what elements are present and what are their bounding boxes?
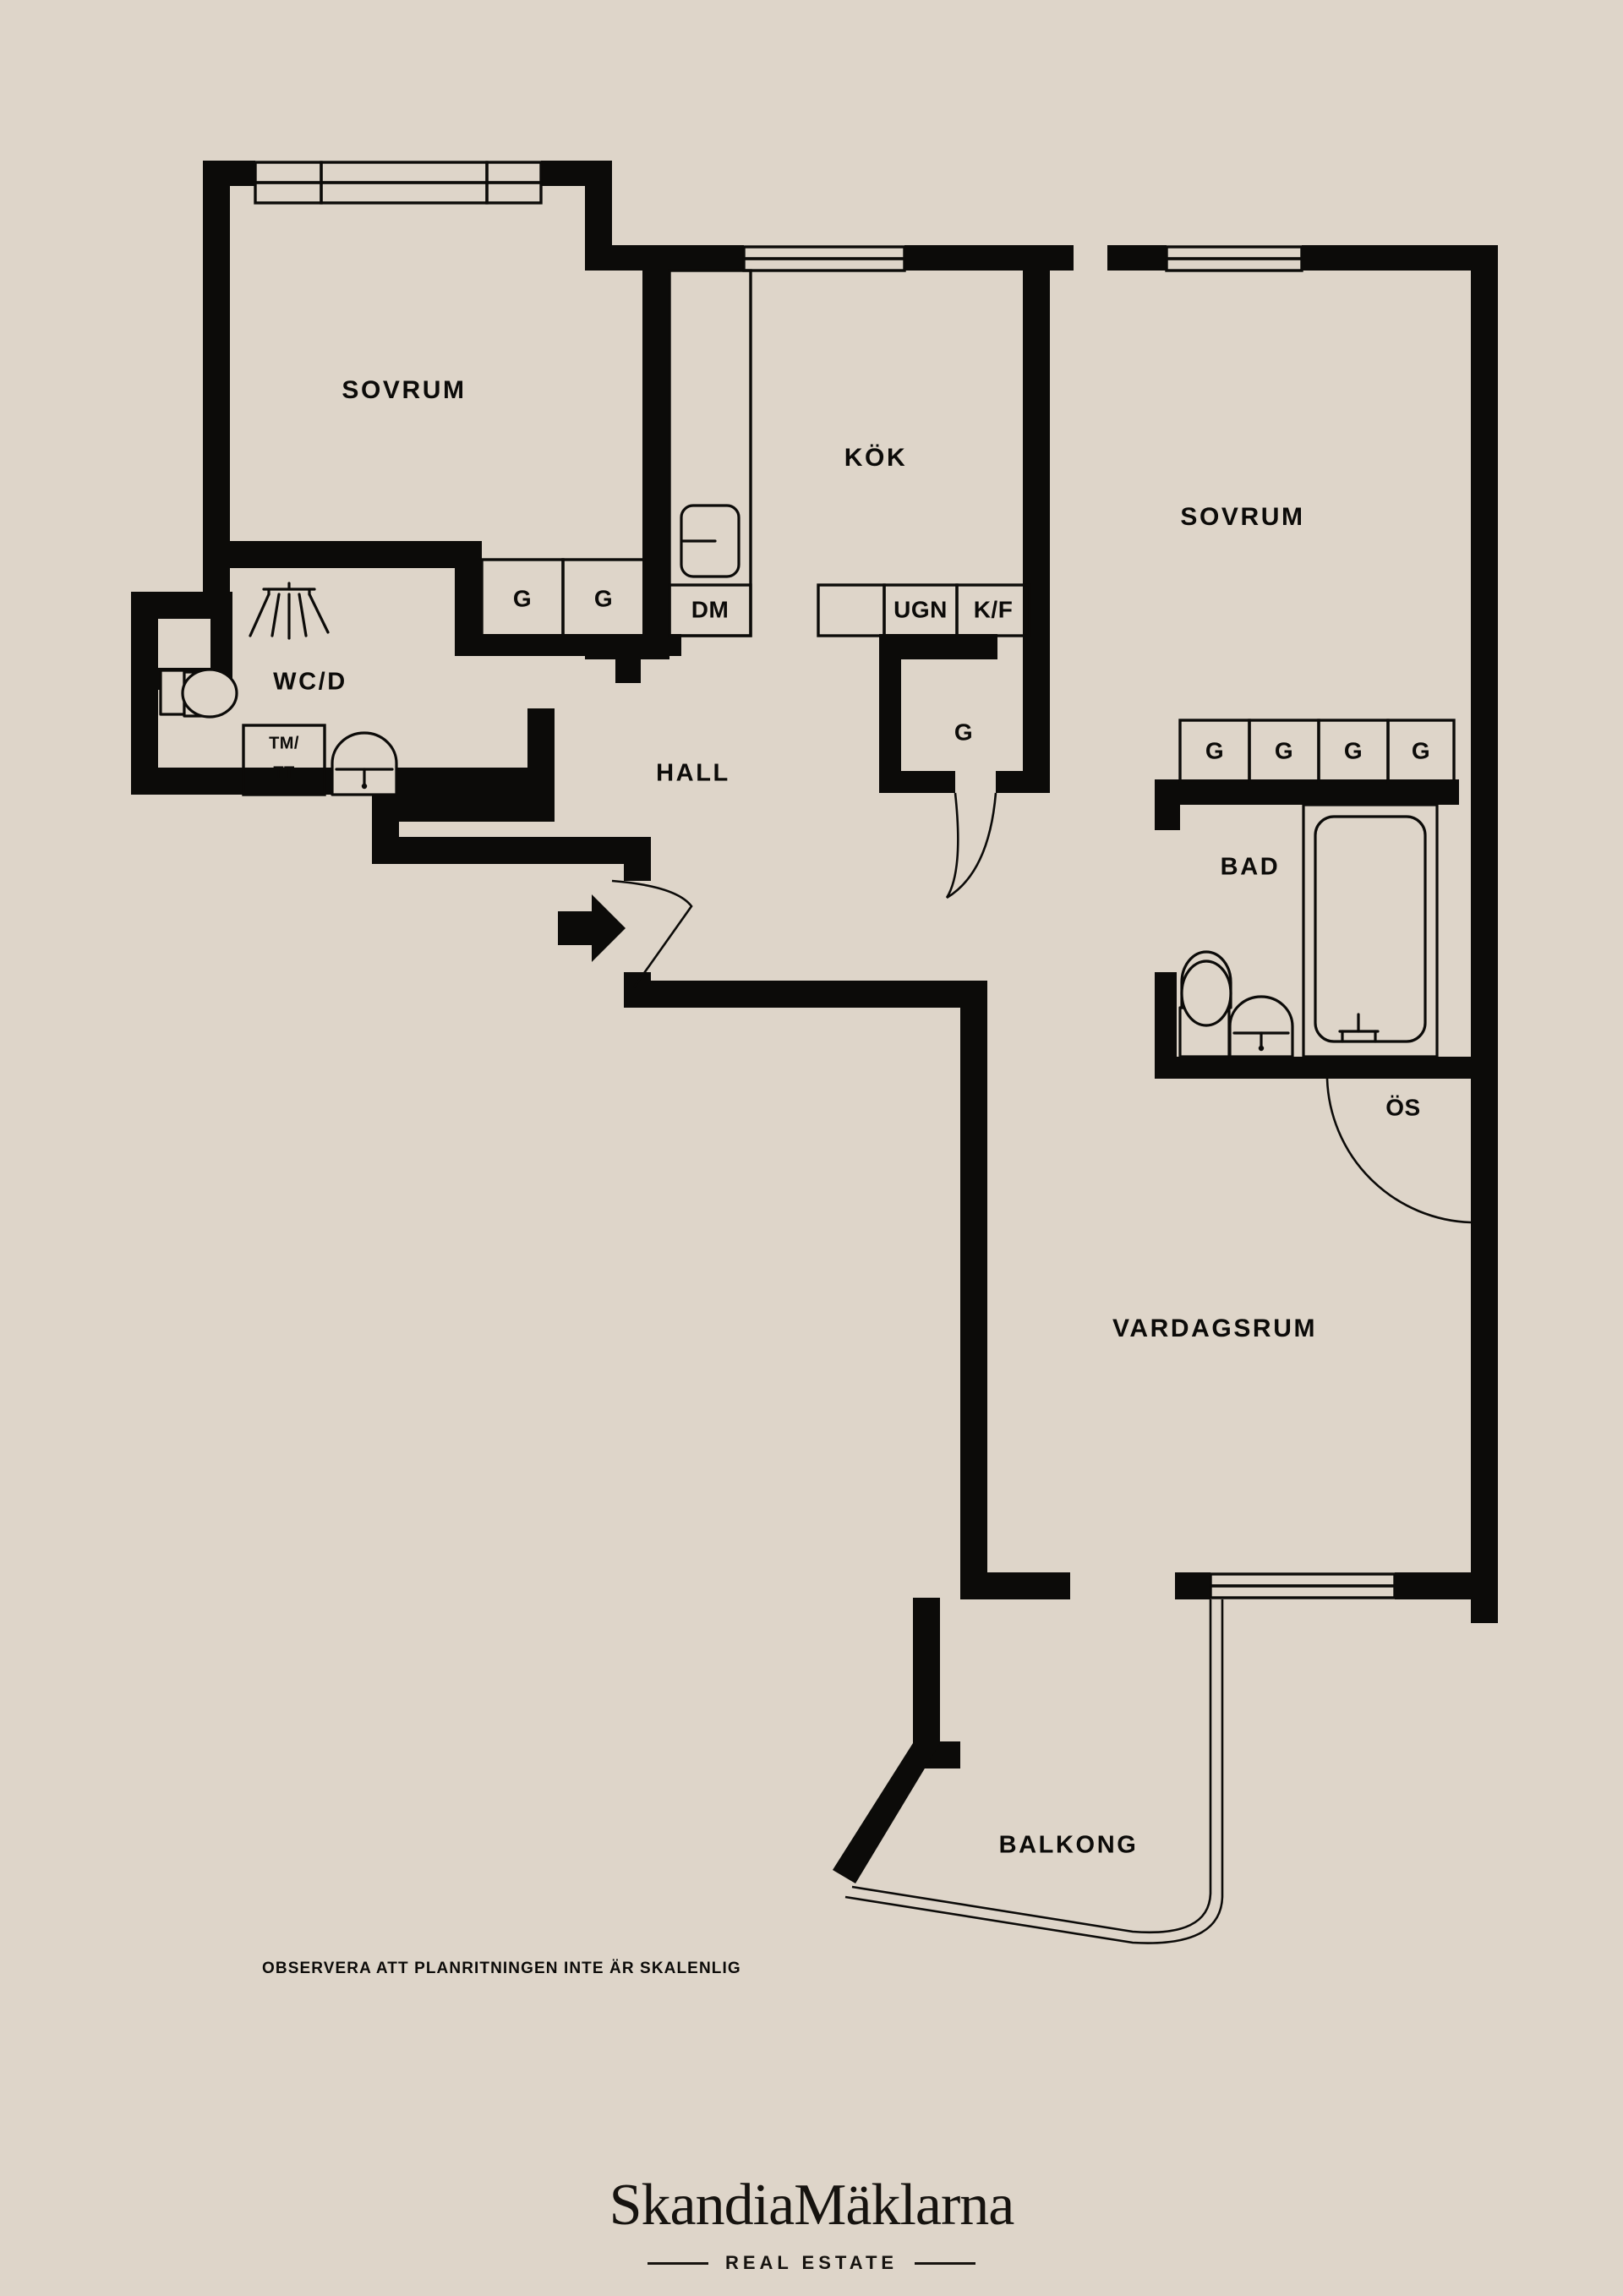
- room-label-kok: KÖK: [844, 444, 907, 472]
- room-label-wcd: WC/D: [273, 669, 347, 696]
- toilet-wcd-icon: [159, 668, 238, 719]
- wall-vardag-south-b: [1395, 1572, 1498, 1599]
- brand-tagline-row: REAL ESTATE: [0, 2252, 1623, 2274]
- brand-rule-right: [915, 2261, 976, 2265]
- room-label-hall: HALL: [656, 760, 730, 787]
- brand-tagline: REAL ESTATE: [724, 2252, 899, 2273]
- cabinet-bad-g-4: G: [1386, 719, 1456, 784]
- entrance-arrow-icon: [558, 894, 626, 962]
- sink-wcd-icon: [331, 731, 398, 796]
- wall-balkong-diagonal: [833, 1743, 940, 1883]
- cabinet-label: G: [594, 585, 613, 611]
- wall-hall-step-1: [372, 795, 555, 822]
- cabinet-wcd-tmtt: TM/ TT: [242, 724, 326, 796]
- cabinets: G G TM/ TT DM UGN K/F: [242, 269, 1456, 1120]
- window-sovrum-left: [254, 161, 543, 205]
- wall-sovrum-left-south: [203, 541, 482, 568]
- wall-vardag-south-stub: [960, 1572, 1070, 1599]
- scale-disclaimer: OBSERVERA ATT PLANRITNINGEN INTE ÄR SKAL…: [262, 1960, 741, 1977]
- room-label-sovrum-right: SOVRUM: [1180, 503, 1304, 531]
- wall-hall-step-3: [624, 981, 987, 1008]
- cabinet-kitchen-counter-column: [668, 269, 752, 637]
- brand-name: SkandiaMäklarna: [609, 2173, 1015, 2238]
- cabinet-bad-g-3: G: [1317, 719, 1390, 784]
- wall-bad-north-stub: [1155, 779, 1180, 830]
- cabinet-label: G: [1344, 737, 1363, 763]
- room-label-vardagsrum: VARDAGSRUM: [1112, 1315, 1317, 1342]
- cabinet-label: K/F: [974, 596, 1014, 622]
- cabinet-label: G: [1275, 737, 1293, 763]
- wall-wcd-east: [455, 541, 482, 636]
- fixtures: [159, 504, 1439, 1058]
- kitchen-closet-door-arc: [945, 792, 959, 899]
- wall-bad-south-east: [1399, 1057, 1475, 1079]
- wall-kok-east: [1023, 245, 1050, 642]
- wall-sovrum-left-west: [203, 161, 230, 566]
- kitchen-closet-door-arc-2: [946, 792, 997, 899]
- wall-wcd-southeast: [527, 708, 555, 795]
- cabinet-label-line2: TT: [273, 763, 294, 782]
- room-label-balkong: BALKONG: [999, 1832, 1139, 1859]
- wall-hall-step-2: [372, 837, 651, 864]
- sink-kitchen-icon: [680, 504, 740, 578]
- room-labels: SOVRUM KÖK SOVRUM WC/D HALL BAD VARDAGSR…: [273, 376, 1317, 1859]
- windows: [254, 161, 1396, 1599]
- cabinet-bad-g-2: G: [1248, 719, 1320, 784]
- cabinet-label: G: [1205, 737, 1224, 763]
- cabinet-kitchen-dm: DM: [668, 583, 752, 637]
- brand-rule-left: [647, 2261, 708, 2265]
- cabinet-label-kitchen-g: G: [954, 719, 973, 745]
- cabinet-label: G: [1412, 737, 1430, 763]
- wall-hall-vert-4: [960, 981, 987, 1598]
- wall-hall-vert-2: [624, 837, 651, 881]
- cabinet-wcd-g-2: G: [561, 558, 646, 637]
- cabinet-label-os: ÖS: [1385, 1094, 1420, 1120]
- doors: [558, 792, 1472, 1224]
- window-sovrum-right: [1165, 245, 1303, 272]
- entrance-door-arc: [611, 879, 693, 988]
- cabinet-label: G: [513, 585, 532, 611]
- wall-wcd-west: [131, 592, 158, 795]
- wall-balkong-vert: [913, 1598, 940, 1767]
- cabinet-label: UGN: [893, 596, 948, 622]
- toilet-bad-icon: [1178, 950, 1232, 1058]
- cabinet-wcd-g-1: G: [480, 558, 565, 637]
- wall-east-outer: [1471, 245, 1498, 1623]
- wall-kok-top-d: [1302, 245, 1437, 271]
- balcony-railing: [844, 1599, 1224, 1944]
- window-vardagsrum: [1209, 1572, 1396, 1599]
- wall-sovrum-left-east: [585, 161, 612, 249]
- cabinet-bad-g-1: G: [1178, 719, 1251, 784]
- cabinet-kitchen-counter: [817, 583, 886, 637]
- wall-kok-west: [642, 245, 669, 634]
- wall-kcloset-south-left: [879, 771, 955, 793]
- sink-bad-icon: [1228, 995, 1294, 1058]
- wall-bad-south: [1155, 1057, 1400, 1079]
- shower-head-icon: [249, 582, 330, 640]
- wall-kok-top-c: [1107, 245, 1167, 271]
- cabinet-kitchen-kf: K/F: [955, 583, 1031, 637]
- room-label-bad: BAD: [1221, 854, 1281, 881]
- window-kok: [742, 245, 906, 272]
- wall-vardag-south-a: [1175, 1572, 1210, 1599]
- walls: [131, 161, 1498, 1883]
- wall-east-outer-top: [1437, 245, 1498, 271]
- bathtub-bad-icon: [1302, 803, 1439, 1058]
- wall-kcloset-west: [879, 634, 901, 786]
- cabinet-kitchen-ugn: UGN: [883, 583, 959, 637]
- wall-kcloset-south-right: [996, 771, 1050, 793]
- wall-dm-stub: [615, 642, 641, 683]
- wall-kcloset-east: [1023, 634, 1050, 793]
- room-label-sovrum-left: SOVRUM: [342, 376, 466, 404]
- cabinet-label: DM: [691, 596, 730, 622]
- brand-logo: SkandiaMäklarna REAL ESTATE: [0, 2176, 1623, 2274]
- cabinet-label-line1: TM/: [269, 734, 299, 752]
- os-closet-door-arc: [1325, 1078, 1472, 1224]
